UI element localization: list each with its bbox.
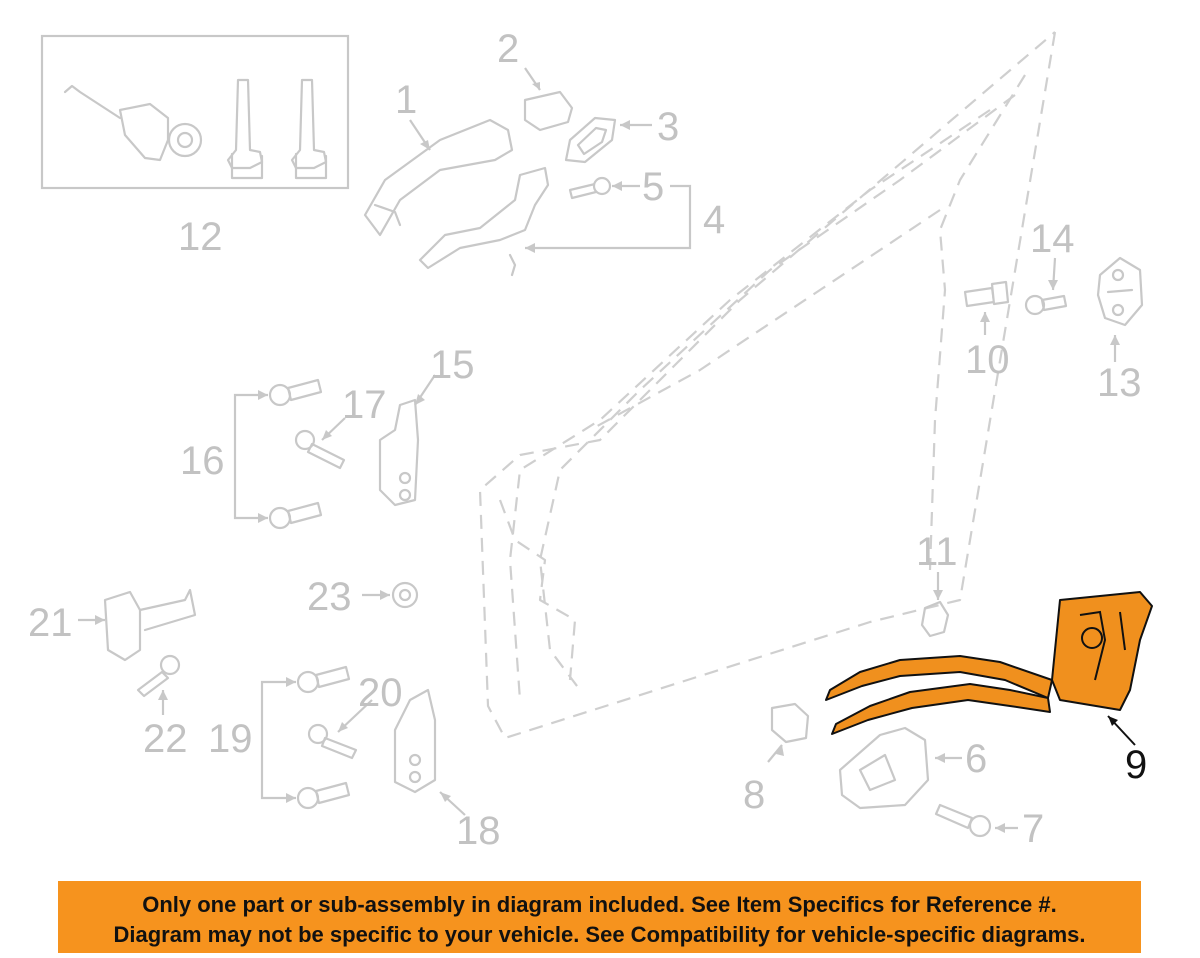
gasket-part (564, 116, 617, 164)
disclaimer-banner: Only one part or sub-assembly in diagram… (58, 881, 1141, 953)
screw-part-5 (568, 176, 612, 200)
door-outline (478, 31, 1057, 740)
callout-9-arrowhead (1108, 716, 1118, 726)
callout-10: 10 (965, 338, 1010, 382)
callout-7: 7 (1022, 807, 1044, 851)
door-check-part (103, 588, 197, 662)
bolt-part-22 (136, 654, 181, 698)
callout-6: 6 (965, 737, 987, 781)
callout-15: 15 (430, 343, 475, 387)
callout-2: 2 (497, 27, 519, 71)
callout-8: 8 (743, 773, 765, 817)
leader-arrowheads (95, 82, 1120, 833)
callout-16: 16 (180, 439, 225, 483)
nut-part-23 (391, 581, 419, 609)
callout-5: 5 (642, 165, 664, 209)
lower-hinge-part (393, 688, 437, 794)
callout-labels: 1 2 3 4 5 6 7 8 9 10 11 12 13 14 15 16 1… (28, 27, 1147, 853)
hinge-bolts-16 (268, 378, 323, 530)
clip-part-8 (770, 702, 810, 744)
callout-12: 12 (178, 215, 223, 259)
bolt-part-10 (963, 280, 1010, 308)
upper-hinge-part (378, 398, 420, 507)
striker-part (1096, 256, 1144, 327)
callout-3: 3 (657, 105, 679, 149)
callout-13: 13 (1097, 361, 1142, 405)
screw-part-7 (934, 803, 992, 838)
handle-cap-part (523, 90, 574, 132)
key-part-a (226, 78, 264, 180)
parts-diagram: 1 2 3 4 5 6 7 8 9 10 11 12 13 14 15 16 1… (28, 27, 1153, 853)
hinge-bolts-19 (296, 665, 351, 810)
callout-1: 1 (395, 78, 417, 122)
disclaimer-line-1: Only one part or sub-assembly in diagram… (142, 892, 1057, 917)
door-lock-actuator-part (825, 591, 1153, 735)
lock-bracket-part (838, 726, 930, 810)
callout-23: 23 (307, 575, 352, 619)
outside-handle-part (363, 118, 514, 237)
callout-9: 9 (1125, 743, 1147, 787)
callout-19: 19 (208, 717, 253, 761)
callout-17: 17 (342, 383, 387, 427)
callout-11: 11 (916, 530, 958, 574)
callout-21: 21 (28, 601, 73, 645)
callout-4: 4 (703, 198, 725, 242)
callout-18: 18 (456, 809, 501, 853)
callout-22: 22 (143, 717, 188, 761)
disclaimer-line-2: Diagram may not be specific to your vehi… (113, 922, 1086, 947)
callout-20: 20 (358, 671, 403, 715)
key-set-box (40, 34, 350, 190)
lock-cylinder-part (63, 84, 203, 162)
handle-frame-part (418, 166, 550, 277)
clip-part-11 (920, 600, 950, 638)
callout-14: 14 (1030, 217, 1075, 261)
screw-part-14 (1024, 294, 1068, 316)
key-part-b (290, 78, 328, 180)
bolt-part-20 (307, 723, 358, 760)
bolt-part-17 (294, 429, 346, 470)
